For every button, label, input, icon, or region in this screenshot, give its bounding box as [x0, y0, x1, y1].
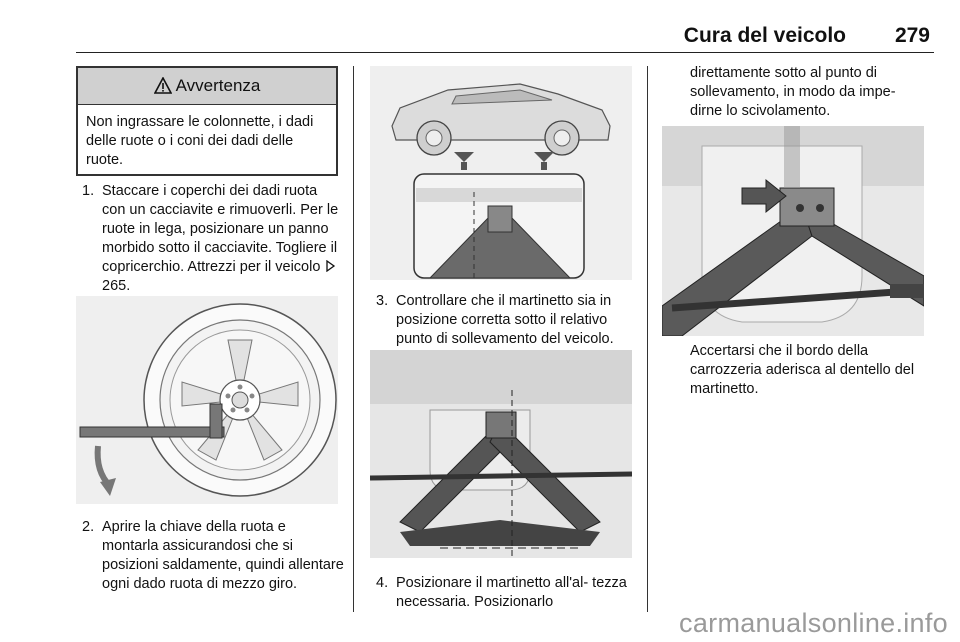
- jack-notch-closeup-illustration: [662, 126, 924, 336]
- jack-under-sill-illustration: [370, 350, 632, 558]
- page-reference-link[interactable]: 265.: [102, 278, 131, 294]
- wheel-wrench-illustration: [76, 296, 338, 504]
- note-text: Accertarsi che il bordo della carrozzeri…: [690, 343, 915, 397]
- step-number: 2.: [82, 519, 95, 535]
- step-4: 4. Posizionare il martinetto all'al- tez…: [376, 574, 638, 612]
- page-header: Cura del veicolo 279: [76, 18, 934, 53]
- step-1: 1. Staccare i coperchi dei dadi ruota co…: [82, 182, 344, 296]
- column-divider-right: [647, 66, 649, 612]
- car-jacking-points-illustration: [370, 66, 632, 280]
- warning-box: Avvertenza Non ingrassare le colonnette,…: [76, 66, 338, 176]
- step-2: 2. Aprire la chiave della ruota e montar…: [82, 518, 344, 594]
- step-number: 3.: [376, 293, 389, 309]
- warning-header: Avvertenza: [78, 68, 336, 105]
- step-text: Posizionare il martinetto all'al- tezza …: [396, 575, 627, 610]
- watermark: carmanualsonline.info: [679, 608, 948, 638]
- step-text: Controllare che il martinetto sia in pos…: [396, 293, 614, 347]
- column-divider-left: [353, 66, 355, 612]
- step-text: Staccare i coperchi dei dadi ruota con u…: [102, 183, 339, 275]
- step-3: 3. Controllare che il martinetto sia in …: [376, 292, 638, 349]
- step-number: 4.: [376, 575, 389, 591]
- warning-title: Avvertenza: [175, 76, 261, 95]
- cross-reference-arrow-icon: [326, 260, 336, 272]
- step-number: 1.: [82, 183, 95, 199]
- warning-triangle-icon: [153, 77, 172, 94]
- page-number: 279: [894, 24, 930, 47]
- warning-text: Non ingrassare le colonnette, i dadi del…: [86, 114, 314, 168]
- step-text: Aprire la chiave della ruota e montarla …: [102, 519, 344, 592]
- section-title: Cura del veicolo: [683, 24, 846, 47]
- continuation-text: direttamente sotto al punto di sollevame…: [690, 65, 896, 119]
